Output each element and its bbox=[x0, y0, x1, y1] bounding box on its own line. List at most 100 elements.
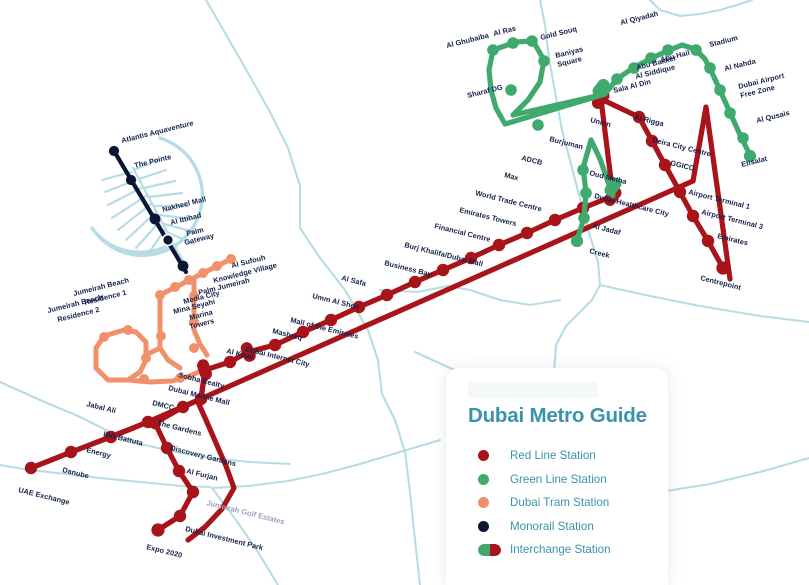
station-tram-west-1[interactable] bbox=[156, 331, 166, 341]
station-knowledge-village[interactable] bbox=[212, 261, 222, 271]
station-label: Centrepoint bbox=[700, 273, 743, 292]
station-dot-umm-al-sheif[interactable] bbox=[352, 300, 366, 314]
station-label: Sharaf DG bbox=[466, 82, 504, 100]
station-dot-energy[interactable] bbox=[104, 430, 118, 444]
station-creek[interactable] bbox=[570, 234, 584, 248]
station-dot-al-khail[interactable] bbox=[239, 341, 257, 364]
station-label: DMCC bbox=[152, 398, 176, 412]
station-dot-financial-centre[interactable] bbox=[464, 251, 478, 265]
station-al-sufouh[interactable] bbox=[226, 254, 236, 264]
station-marina-towers[interactable] bbox=[189, 317, 199, 327]
station-dubai-healthcare-city[interactable] bbox=[580, 187, 592, 199]
station-media-city[interactable] bbox=[184, 275, 194, 285]
legend-swatch-wrap bbox=[468, 450, 510, 462]
station-dot-jumeirah-golf-estates[interactable] bbox=[186, 485, 200, 499]
legend-swatch-wrap bbox=[468, 520, 510, 532]
station-al-qusais[interactable] bbox=[724, 107, 736, 119]
station-dot-al-safa[interactable] bbox=[380, 288, 394, 302]
station-tram-loop-2[interactable] bbox=[139, 374, 149, 384]
station-dubai-airport-free-zone[interactable] bbox=[714, 84, 726, 96]
station-dot-discovery-gardens[interactable] bbox=[160, 441, 174, 455]
station-atlantis-aquaventure[interactable] bbox=[108, 145, 120, 157]
legend-swatch-wrap bbox=[468, 544, 510, 556]
station-al-nahda[interactable] bbox=[704, 62, 716, 74]
station-green-pre-etisalat[interactable] bbox=[737, 132, 749, 144]
station-dot-dubai-investment-park[interactable] bbox=[173, 509, 187, 523]
station-dot-expo-2020[interactable] bbox=[151, 523, 165, 537]
station-oud-metha[interactable] bbox=[577, 164, 589, 176]
station-jbr-1[interactable] bbox=[123, 325, 133, 335]
station-palm-jumeirah[interactable] bbox=[198, 268, 208, 278]
station-tram-mid-1[interactable] bbox=[189, 291, 199, 301]
station-dot-max[interactable] bbox=[548, 213, 562, 227]
station-al-jadaf[interactable] bbox=[578, 212, 590, 224]
station-dot-emirates-towers[interactable] bbox=[492, 238, 506, 252]
station-label: UAE Exchange bbox=[18, 485, 71, 506]
station-dot-jabal-ali[interactable] bbox=[176, 400, 190, 414]
green-line-path-northeast bbox=[602, 42, 753, 158]
monorail-line bbox=[108, 145, 189, 275]
palm-fronds-right bbox=[132, 158, 196, 246]
station-etisalat[interactable] bbox=[743, 149, 757, 163]
legend-item-5[interactable]: Interchange Station bbox=[468, 538, 668, 562]
station-dot-dubai-internet-city[interactable] bbox=[268, 338, 282, 352]
station-dot-dubai-marine-mall[interactable] bbox=[196, 358, 214, 382]
station-dot-deira-city-centre[interactable] bbox=[645, 134, 659, 148]
station-green-to-burjuman[interactable] bbox=[532, 119, 544, 131]
station-dot-al-furjan[interactable] bbox=[172, 464, 186, 478]
station-abu-hail[interactable] bbox=[645, 52, 657, 64]
station-tram-loop-1[interactable] bbox=[141, 353, 151, 363]
station-sharaf-dg[interactable] bbox=[505, 84, 517, 96]
station-dot-sobha-realty[interactable] bbox=[223, 355, 237, 369]
legend-dot-icon bbox=[478, 473, 489, 485]
station-dot-burj-khalifa[interactable] bbox=[436, 263, 450, 277]
station-dot-mashreq[interactable] bbox=[296, 325, 310, 339]
station-label: Business Bay bbox=[384, 258, 434, 279]
station-mina-seyahi-a[interactable] bbox=[170, 282, 180, 292]
station-dot-airport-terminal-3[interactable] bbox=[686, 209, 700, 223]
station-dot-danube[interactable] bbox=[64, 445, 78, 459]
station-mina-seyahi[interactable] bbox=[155, 290, 165, 300]
station-the-pointe[interactable] bbox=[125, 174, 137, 186]
station-dot-mall-of-the-emirates[interactable] bbox=[324, 313, 338, 327]
station-al-ittihad[interactable] bbox=[161, 233, 175, 247]
station-dot-al-rigga[interactable] bbox=[632, 110, 646, 124]
station-palm-gateway[interactable] bbox=[177, 260, 189, 272]
station-dot-uae-exchange[interactable] bbox=[24, 461, 38, 475]
station-dot-airport-terminal-1[interactable] bbox=[673, 185, 687, 199]
station-nakheel-mall[interactable] bbox=[149, 213, 161, 225]
station-dot-world-trade-centre[interactable] bbox=[520, 226, 534, 240]
station-label: ADCB bbox=[521, 153, 544, 167]
legend-item-3[interactable]: Dubai Tram Station bbox=[468, 491, 668, 515]
station-dot-the-gardens[interactable] bbox=[148, 416, 162, 430]
station-baniyas-square[interactable] bbox=[538, 55, 550, 67]
station-stadium[interactable] bbox=[690, 44, 702, 56]
station-jbr-2[interactable] bbox=[99, 332, 109, 342]
station-label: Emirates Towers bbox=[459, 205, 518, 228]
legend-item-2[interactable]: Green Line Station bbox=[468, 468, 668, 492]
station-gold-souq[interactable] bbox=[526, 35, 538, 47]
station-dot-dmcc[interactable] bbox=[194, 392, 208, 406]
station-label: GGICO bbox=[670, 158, 696, 173]
legend-dot-icon bbox=[478, 520, 489, 532]
legend-swatch-wrap bbox=[468, 473, 510, 485]
station-al-ras[interactable] bbox=[507, 37, 519, 49]
station-label: Discovery Gardens bbox=[170, 443, 238, 468]
station-sala-al-din[interactable] bbox=[611, 73, 623, 85]
station-union-green[interactable] bbox=[590, 76, 612, 99]
legend-item-label: Dubai Tram Station bbox=[510, 496, 610, 510]
station-abu-bakker-al-siddique[interactable] bbox=[628, 62, 640, 74]
station-tram-mid-2[interactable] bbox=[189, 343, 199, 353]
station-burjuman-green[interactable] bbox=[602, 175, 624, 198]
station-dot-business-bay[interactable] bbox=[408, 275, 422, 289]
legend-item-1[interactable]: Red Line Station bbox=[468, 444, 668, 468]
station-dot-emirates[interactable] bbox=[701, 234, 715, 248]
legend-item-4[interactable]: Monorail Station bbox=[468, 515, 668, 539]
station-dot-ggico[interactable] bbox=[658, 158, 672, 172]
station-al-qiyadah[interactable] bbox=[662, 44, 674, 56]
station-label: Al Ittihad bbox=[169, 211, 202, 227]
station-tram-loop-3[interactable] bbox=[175, 373, 185, 383]
station-dot-centrepoint[interactable] bbox=[716, 261, 730, 275]
station-al-ghubaiba[interactable] bbox=[487, 44, 499, 56]
